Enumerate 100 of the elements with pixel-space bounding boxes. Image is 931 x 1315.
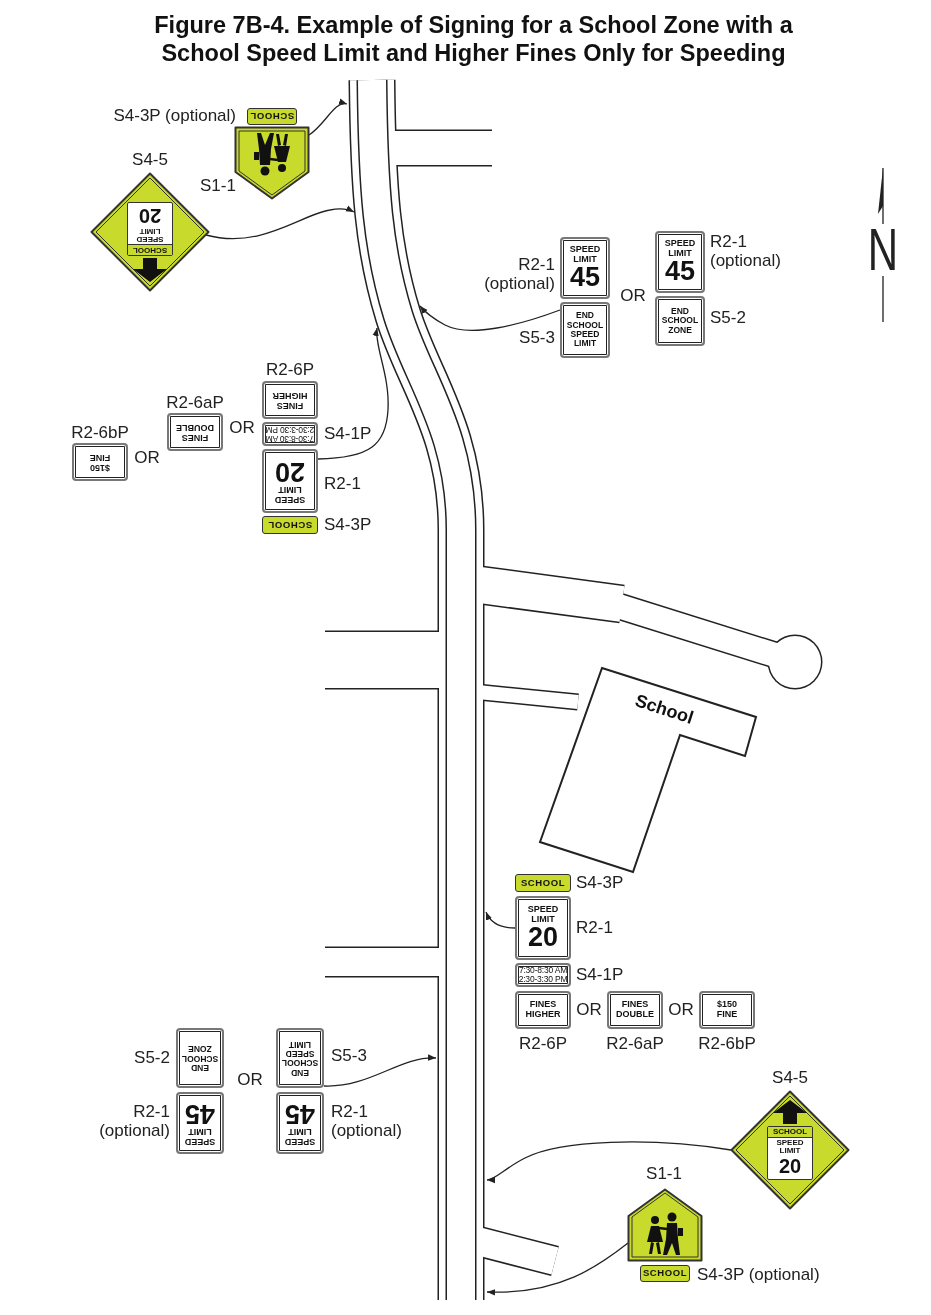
plaque-text: SCHOOL: [267, 520, 313, 530]
sign-plaque: [515, 874, 571, 892]
sign-code-label: S5-3: [519, 328, 555, 348]
speed-limit-sign: [515, 896, 571, 960]
leader-line: [486, 1141, 732, 1183]
sign-plaque: [247, 107, 297, 125]
sign-code-label: S1-1: [200, 176, 236, 196]
sign-code-label: R2-6P: [265, 360, 315, 380]
sign-code-label: S5-2: [134, 1048, 170, 1068]
sign-legend: END SCHOOL ZONE: [181, 1044, 219, 1072]
plaque-text: SCHOOL: [768, 1127, 812, 1138]
sign-legend: FINES DOUBLE: [616, 1000, 654, 1020]
speed-number: 20: [275, 457, 306, 485]
end-zone-sign: [655, 296, 705, 346]
sign-code-label: S4-5: [132, 150, 168, 170]
speed-limit-sign: [655, 231, 705, 293]
sign-plaque: [640, 1264, 690, 1282]
or-label: OR: [576, 1000, 602, 1020]
sign-plaque: [262, 516, 318, 534]
sign-legend: SPEED LIMIT: [569, 244, 601, 265]
sign-legend: SPEED LIMIT: [284, 1126, 316, 1147]
sign-legend: SPEED LIMIT: [128, 226, 172, 243]
sign-code-label: R2-1: [576, 918, 613, 938]
or-label: OR: [237, 1070, 263, 1090]
sign-code-label: R2-6bP: [71, 423, 129, 443]
or-label: OR: [668, 1000, 694, 1020]
fine-plaque: [262, 381, 318, 419]
speed-number: 45: [285, 1099, 316, 1127]
sign-code-label: R2-6aP: [606, 1034, 664, 1054]
speed-limit-sign: [176, 1092, 224, 1154]
sign-legend: END SCHOOL SPEED LIMIT: [565, 311, 605, 349]
sign-code-label: S4-5: [772, 1068, 808, 1088]
speed-number: 20: [138, 206, 162, 227]
sign-legend: FINES HIGHER: [272, 390, 308, 410]
fine-plaque: [699, 991, 755, 1029]
plaque-text: SCHOOL: [520, 878, 566, 888]
sign-code-label: S5-2: [710, 308, 746, 328]
sign-code-label: S4-3P (optional): [113, 106, 236, 126]
or-label: OR: [134, 448, 160, 468]
leader-line: [485, 911, 516, 929]
sign-code-label: R2-1 (optional): [99, 1103, 170, 1141]
speed-limit-sign: [560, 237, 610, 299]
sign-code-label: R2-1: [324, 474, 361, 494]
speed-limit-sign: [262, 449, 318, 513]
sign-code-label: S4-1P: [576, 965, 624, 985]
figure-title: Figure 7B-4. Example of Signing for a School Zone with a School Speed Limit and Higher Fines Only for Speeding: [153, 11, 794, 67]
speed-number: 20: [778, 1155, 802, 1176]
plaque-text: SCHOOL: [128, 244, 172, 255]
speed-number: 45: [185, 1099, 216, 1127]
speed-number: 45: [569, 264, 600, 292]
sign-legend: FINES HIGHER: [525, 1000, 561, 1020]
school-crossing-sign: [627, 1188, 703, 1262]
school-speed-warning-sign: [730, 1090, 850, 1210]
or-label: OR: [229, 418, 255, 438]
speed-number: 45: [664, 258, 695, 286]
sign-legend: SPEED LIMIT: [184, 1126, 216, 1147]
sign-code-label: S4-3P: [324, 515, 372, 535]
sign-code-label: R2-6bP: [698, 1034, 756, 1054]
sign-legend: SPEED LIMIT: [664, 238, 696, 259]
fine-plaque: [607, 991, 663, 1029]
leader-line: [205, 205, 355, 240]
compass-letter: N: [867, 220, 899, 280]
time-text: 7:30-8:30 AM 2:30-3:30 PM: [518, 965, 568, 985]
fine-plaque: [167, 413, 223, 451]
sign-code-label: R2-1 (optional): [710, 233, 781, 271]
speed-number: 20: [527, 924, 558, 952]
leader-line: [308, 99, 348, 136]
leader-line: [486, 1242, 629, 1296]
sign-code-label: S4-3P: [576, 873, 624, 893]
sign-legend: END SCHOOL ZONE: [660, 307, 700, 335]
leader-line: [419, 305, 561, 331]
sign-code-label: S1-1: [646, 1164, 682, 1184]
sign-legend: SPEED LIMIT: [527, 904, 559, 925]
sign-code-label: S5-3: [331, 1046, 367, 1066]
sign-code-label: R2-6aP: [166, 393, 224, 413]
sign-legend: $150 FINE: [89, 452, 111, 472]
end-zone-sign: [560, 302, 610, 358]
sign-code-label: R2-1 (optional): [331, 1103, 402, 1141]
sign-legend: FINES DOUBLE: [176, 422, 214, 442]
school-building: [538, 664, 758, 874]
sign-legend: $150 FINE: [716, 1000, 738, 1020]
fine-plaque: [515, 991, 571, 1029]
sign-legend: SPEED LIMIT: [274, 484, 306, 505]
sign-code-label: R2-1 (optional): [484, 256, 555, 294]
end-zone-sign: [176, 1028, 224, 1088]
speed-limit-sign: [276, 1092, 324, 1154]
building-label: School: [632, 691, 696, 729]
plaque-text: SCHOOL: [249, 111, 295, 121]
end-zone-sign: [276, 1028, 324, 1088]
or-label: OR: [620, 286, 646, 306]
leader-line: [323, 1054, 437, 1087]
time-text: 7:30-8:30 AM 2:30-3:30 PM: [265, 424, 315, 444]
fine-plaque: [72, 443, 128, 481]
school-crossing-sign: [234, 126, 310, 200]
sign-code-label: S4-1P: [324, 424, 372, 444]
sign-code-label: S4-3P (optional): [697, 1265, 820, 1285]
leader-line: [317, 327, 389, 460]
plaque-text: SCHOOL: [642, 1268, 688, 1278]
sign-legend: END SCHOOL SPEED LIMIT: [281, 1039, 319, 1077]
sign-code-label: R2-6P: [518, 1034, 568, 1054]
